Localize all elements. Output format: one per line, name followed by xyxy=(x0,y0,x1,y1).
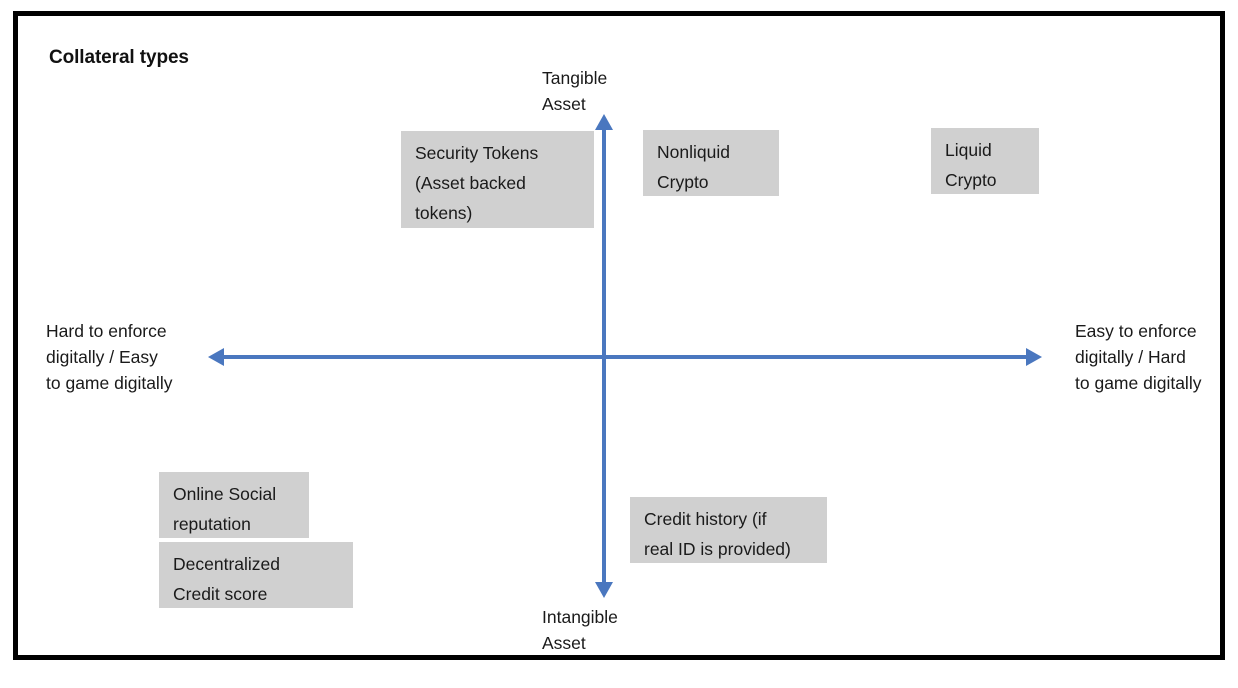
axis-label-hard-to-enforce: Hard to enforce digitally / Easy to game… xyxy=(46,321,173,393)
horizontal-axis-line xyxy=(222,355,1028,359)
axis-label-intangible-asset: Intangible Asset xyxy=(542,607,618,653)
item-box-online-social-reputation[interactable]: Online Social reputation xyxy=(159,472,309,538)
item-box-nonliquid-crypto[interactable]: Nonliquid Crypto xyxy=(643,130,779,196)
axis-label-tangible-asset: Tangible Asset xyxy=(542,68,608,114)
axis-label-easy-to-enforce: Easy to enforce digitally / Hard to game… xyxy=(1075,321,1202,393)
slide-frame: Collateral types Tangible Asset Intangib… xyxy=(13,11,1225,660)
item-box-credit-history[interactable]: Credit history (if real ID is provided) xyxy=(630,497,827,563)
item-box-security-tokens[interactable]: Security Tokens (Asset backed tokens) xyxy=(401,131,594,228)
arrow-up-icon xyxy=(595,114,613,130)
item-box-decentralized-credit-score[interactable]: Decentralized Credit score xyxy=(159,542,353,608)
arrow-down-icon xyxy=(595,582,613,598)
item-box-liquid-crypto[interactable]: Liquid Crypto xyxy=(931,128,1039,194)
vertical-axis-line xyxy=(602,126,606,594)
arrow-right-icon xyxy=(1026,348,1042,366)
arrow-left-icon xyxy=(208,348,224,366)
page-title: Collateral types xyxy=(49,47,189,68)
